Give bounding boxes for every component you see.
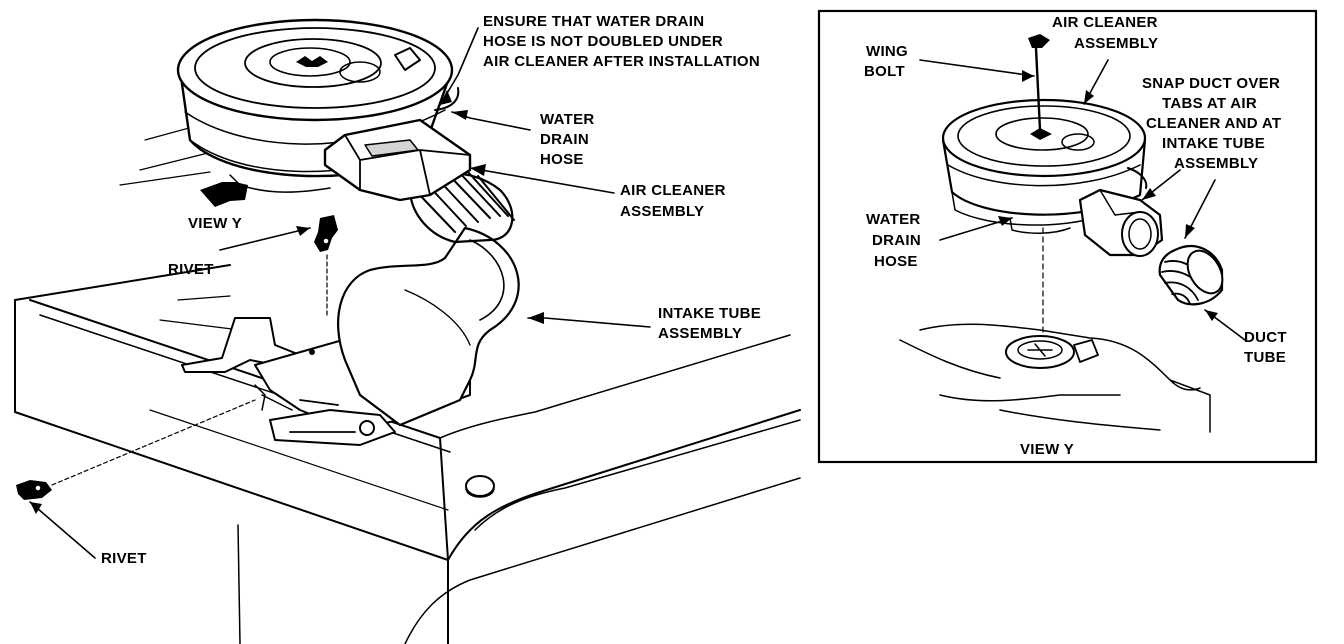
water-drain-hose-line-2: DRAIN — [540, 131, 589, 148]
intake-tube-assembly-line-1: INTAKE TUBE — [658, 305, 761, 322]
rivet-lower-part — [16, 399, 256, 500]
inset-air-cleaner — [941, 34, 1164, 257]
wing-bolt-line-2: BOLT — [864, 63, 905, 80]
snap-duct-note-line-1: SNAP DUCT OVER — [1142, 75, 1280, 92]
ensure-note-line-3: AIR CLEANER AFTER INSTALLATION — [483, 53, 760, 70]
intake-tube-assembly-line-2: ASSEMBLY — [658, 325, 742, 342]
inset-duct-tube — [1158, 245, 1224, 306]
view-y-pointer-label: VIEW Y — [188, 215, 242, 232]
inset-water-drain-line-1: WATER — [866, 211, 921, 228]
inset-frame — [817, 9, 1318, 464]
air-cleaner-main — [176, 18, 472, 202]
inset-water-drain-line-3: HOSE — [874, 253, 918, 270]
water-drain-hose-line-1: WATER — [540, 111, 595, 128]
view-y-arrow — [200, 182, 248, 207]
inset-labels: AIR CLEANER ASSEMBLY WING BOLT SNAP DUCT… — [864, 14, 1287, 458]
main-labels: ENSURE THAT WATER DRAIN HOSE IS NOT DOUB… — [101, 13, 761, 567]
wing-bolt-line-1: WING — [866, 43, 908, 60]
snap-duct-note-line-3: CLEANER AND AT — [1146, 115, 1281, 132]
inset-air-cleaner-line-1: AIR CLEANER — [1052, 14, 1158, 31]
rivet-upper-label: RIVET — [168, 261, 214, 278]
water-drain-hose-line-3: HOSE — [540, 151, 584, 168]
rivet-lower-label: RIVET — [101, 550, 147, 567]
snap-duct-note-line-5: ASSEMBLY — [1174, 155, 1258, 172]
air-cleaner-assembly-line-2: ASSEMBLY — [620, 203, 704, 220]
inset-air-cleaner-line-2: ASSEMBLY — [1074, 35, 1158, 52]
rivet-upper-part — [314, 215, 338, 319]
inset-water-drain-line-2: DRAIN — [872, 232, 921, 249]
fender-grommet — [465, 475, 495, 498]
inset-engine — [899, 227, 1211, 433]
fender-panel — [14, 124, 801, 644]
ensure-note-line-1: ENSURE THAT WATER DRAIN — [483, 13, 704, 30]
inset-title-view-y: VIEW Y — [1020, 441, 1074, 458]
main-view — [14, 18, 801, 644]
air-cleaner-assembly-line-1: AIR CLEANER — [620, 182, 726, 199]
inset-leader-lines — [919, 59, 1246, 341]
main-leader-lines — [29, 27, 651, 559]
duct-tube-line-1: DUCT — [1244, 329, 1287, 346]
inset-view-y — [817, 9, 1318, 464]
snap-duct-note-line-4: INTAKE TUBE — [1162, 135, 1265, 152]
duct-tube-line-2: TUBE — [1244, 349, 1286, 366]
intake-tube — [337, 169, 520, 427]
snap-duct-note-line-2: TABS AT AIR — [1162, 95, 1257, 112]
ensure-note-line-2: HOSE IS NOT DOUBLED UNDER — [483, 33, 723, 50]
